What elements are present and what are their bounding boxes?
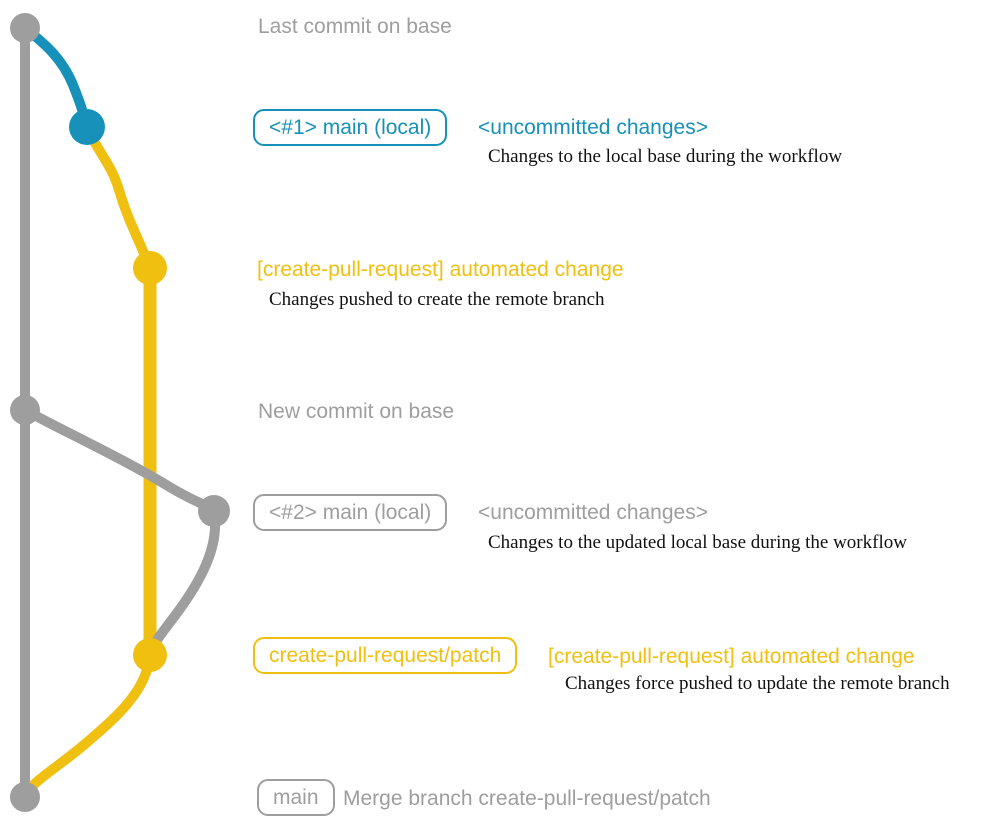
commit-node-last-base: [10, 13, 40, 43]
branch-badge-patch: create-pull-request/patch: [253, 637, 518, 675]
branch-badge-main-local-2: <#2> main (local): [253, 494, 448, 532]
commit-node-new-base: [10, 395, 40, 425]
commit-node-patch-2: [133, 638, 167, 672]
base-update-edge: [20, 405, 219, 516]
desc-uncommitted-changes-2: Changes to the updated local base during…: [488, 532, 907, 553]
branch-badge-main-local-1: <#1> main (local): [253, 109, 448, 147]
commit-node-merge: [10, 782, 40, 812]
label-uncommitted-changes-2: <uncommitted changes>: [478, 501, 708, 524]
label-automated-change-1: [create-pull-request] automated change: [257, 258, 624, 281]
branch-badge-main: main: [257, 779, 335, 817]
commit-node-patch-1: [133, 251, 167, 285]
patch-create-edge: [82, 122, 155, 273]
label-last-commit-on-base: Last commit on base: [258, 15, 452, 38]
label-new-commit-on-base: New commit on base: [258, 400, 455, 423]
commit-graph: [10, 13, 230, 812]
rebase-edge: [146, 506, 221, 656]
desc-automated-change-2: Changes force pushed to update the remot…: [565, 673, 950, 694]
label-merge-branch: Merge branch create-pull-request/patch: [343, 787, 711, 810]
label-uncommitted-changes-1: <uncommitted changes>: [478, 116, 708, 139]
desc-automated-change-1: Changes pushed to create the remote bran…: [269, 289, 605, 310]
commit-node-main-local-2: [198, 495, 230, 527]
commit-node-main-local-1: [69, 109, 105, 145]
patch-merge-edge: [21, 650, 155, 798]
desc-uncommitted-changes-1: Changes to the local base during the wor…: [488, 146, 843, 167]
label-automated-change-2: [create-pull-request] automated change: [548, 645, 915, 668]
